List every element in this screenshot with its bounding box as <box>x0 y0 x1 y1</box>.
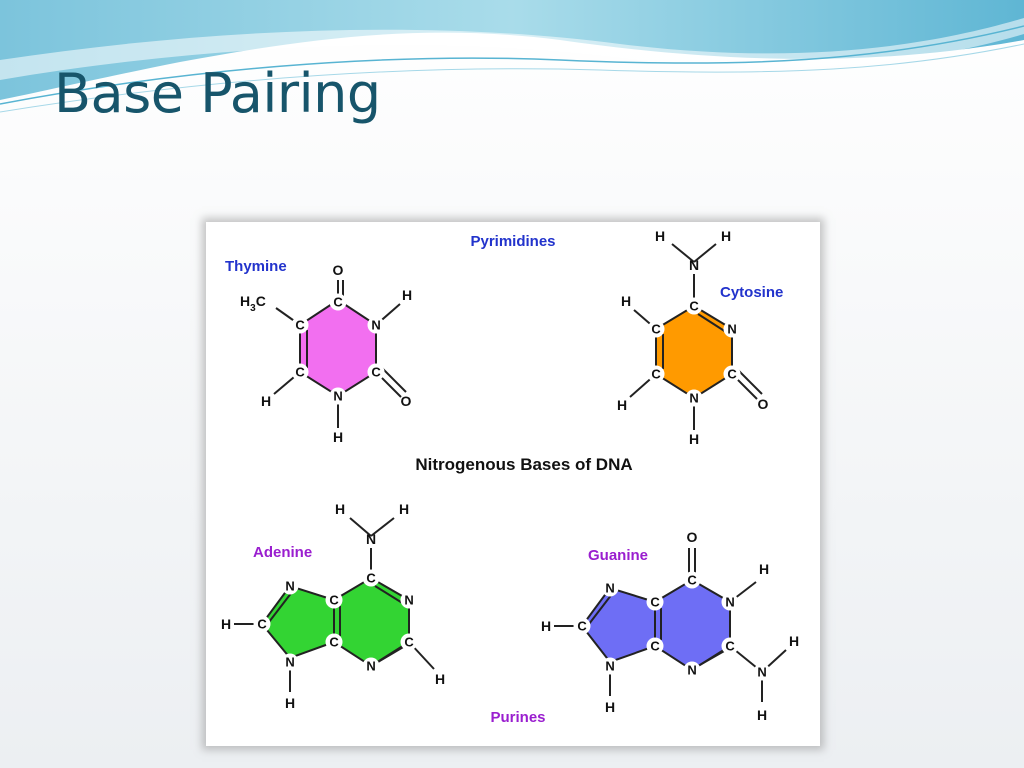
guanine-molecule: Guanine <box>541 529 799 723</box>
adenine-molecule: Adenine <box>221 501 445 711</box>
svg-text:H: H <box>689 431 699 447</box>
svg-text:H: H <box>402 287 412 303</box>
wave-top <box>0 0 1024 100</box>
svg-text:O: O <box>401 393 412 409</box>
figure-panel: C N Pyrimidines Purines Nitrogenous Base… <box>206 222 820 746</box>
cytosine-label: Cytosine <box>720 284 783 301</box>
wave-line-2 <box>0 43 1024 113</box>
figure-caption: Nitrogenous Bases of DNA <box>415 455 632 474</box>
svg-text:H: H <box>333 429 343 445</box>
svg-text:H: H <box>721 228 731 244</box>
thymine-label: Thymine <box>225 258 287 275</box>
thymine-ring <box>299 298 377 398</box>
svg-text:H: H <box>757 707 767 723</box>
guanine-label: Guanine <box>588 547 648 564</box>
thymine-methyl-group: H3C <box>240 293 266 314</box>
svg-text:H: H <box>655 228 665 244</box>
svg-text:O: O <box>333 262 344 278</box>
guanine-six-ring <box>654 578 731 672</box>
svg-text:H: H <box>617 397 627 413</box>
svg-text:H: H <box>541 618 551 634</box>
cytosine-molecule: Cytosine N H H <box>617 228 783 447</box>
svg-text:H: H <box>759 561 769 577</box>
svg-text:O: O <box>687 529 698 545</box>
svg-text:H: H <box>435 671 445 687</box>
cytosine-ring <box>655 304 733 400</box>
slide-title: Base Pairing <box>54 62 381 125</box>
wave-highlight <box>0 18 1024 80</box>
svg-text:H: H <box>399 501 409 517</box>
guanine-five-ring <box>580 586 656 664</box>
svg-text:H: H <box>605 699 615 715</box>
thymine-molecule: Thymine O <box>225 258 412 445</box>
svg-text:H: H <box>285 695 295 711</box>
svg-text:N: N <box>366 531 376 547</box>
pyrimidines-label: Pyrimidines <box>470 233 555 250</box>
purines-label: Purines <box>490 709 545 726</box>
svg-text:H: H <box>789 633 799 649</box>
svg-text:H: H <box>261 393 271 409</box>
wave-line-1 <box>0 25 1024 105</box>
svg-text:H: H <box>621 293 631 309</box>
svg-text:H: H <box>335 501 345 517</box>
adenine-label: Adenine <box>253 544 312 561</box>
nitrogenous-bases-diagram: C N Pyrimidines Purines Nitrogenous Base… <box>221 228 799 726</box>
svg-text:H: H <box>221 616 231 632</box>
svg-text:O: O <box>758 396 769 412</box>
adenine-six-ring <box>333 576 410 668</box>
svg-text:N: N <box>689 257 699 273</box>
adenine-five-ring <box>260 584 335 660</box>
